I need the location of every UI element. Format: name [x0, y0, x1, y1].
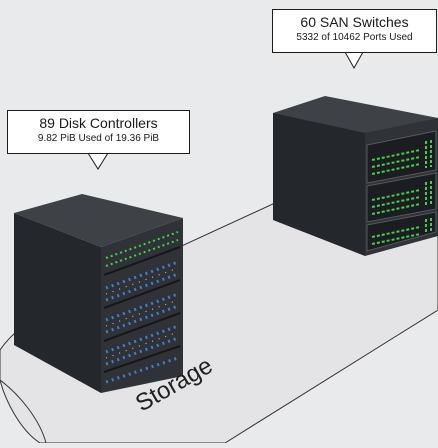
disk-controller-rack	[14, 194, 183, 393]
san-switch-rack	[273, 96, 438, 256]
switch-modules	[366, 130, 437, 252]
disk-controllers-title: 89 Disk Controllers	[39, 115, 158, 131]
disk-drive-bays	[103, 231, 181, 384]
san-switches-ports: 5332 of 10462 Ports Used	[296, 32, 413, 43]
disk-controllers-callout: 89 Disk Controllers 9.82 PiB Used of 19.…	[7, 110, 190, 154]
san-switches-callout: 60 SAN Switches 5332 of 10462 Ports Used	[272, 9, 437, 53]
san-switches-title: 60 SAN Switches	[300, 14, 409, 30]
disk-controllers-capacity: 9.82 PiB Used of 19.36 PiB	[37, 133, 160, 144]
